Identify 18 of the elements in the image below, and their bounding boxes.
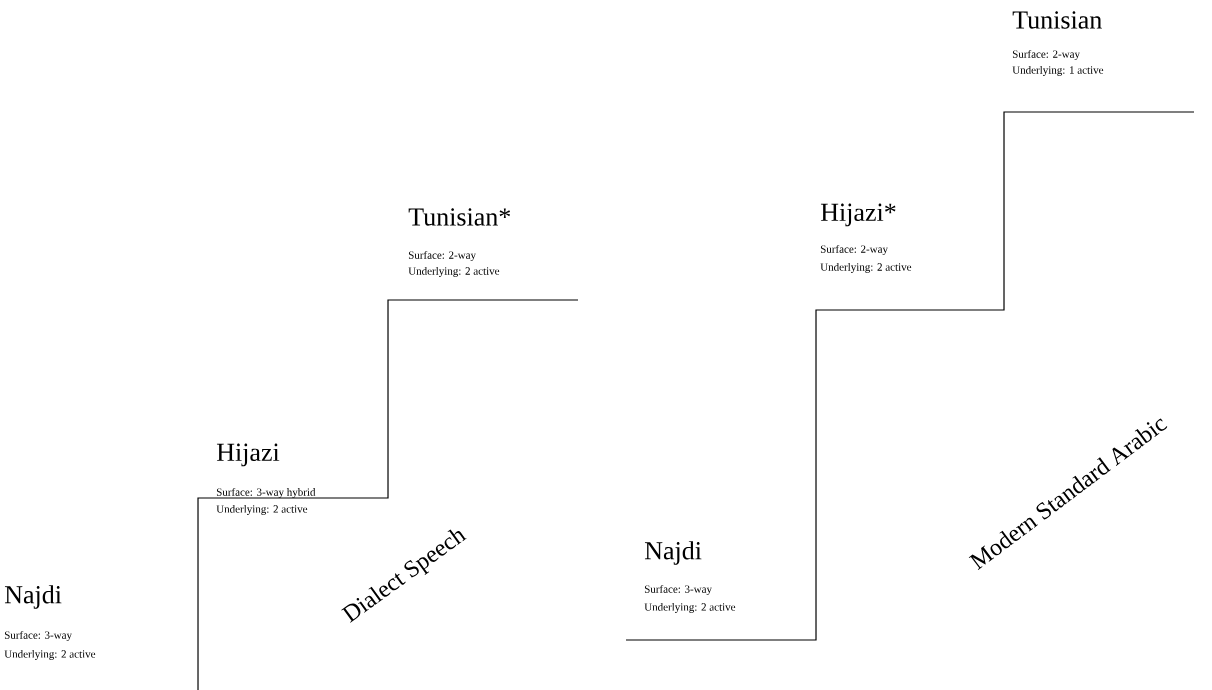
dialect-heading: Najdi [644, 541, 702, 565]
surface-note: Surface: 3-way hybrid [216, 487, 316, 499]
surface-note: Surface: 2-way [408, 250, 476, 262]
dialect-heading: Tunisian* [408, 208, 511, 226]
surface-note: Surface: 2-way [820, 244, 888, 256]
dialect-heading: Najdi [4, 585, 62, 609]
surface-note: Surface: 3-way [644, 584, 712, 596]
dialect-heading: Tunisian [1012, 11, 1102, 29]
underlying-note: Underlying: 2 active [644, 603, 736, 613]
underlying-note: Underlying: 2 active [216, 505, 308, 515]
surface-note: Surface: 3-way [4, 630, 72, 642]
underlying-note: Underlying: 1 active [1012, 66, 1104, 76]
surface-note: Surface: 2-way [1012, 49, 1080, 61]
underlying-note: Underlying: 2 active [820, 263, 912, 273]
dialect-heading: Hijazi* [820, 203, 896, 227]
dialect-heading: Hijazi [216, 443, 280, 467]
underlying-note: Underlying: 2 active [408, 267, 500, 277]
underlying-note: Underlying: 2 active [4, 650, 96, 660]
